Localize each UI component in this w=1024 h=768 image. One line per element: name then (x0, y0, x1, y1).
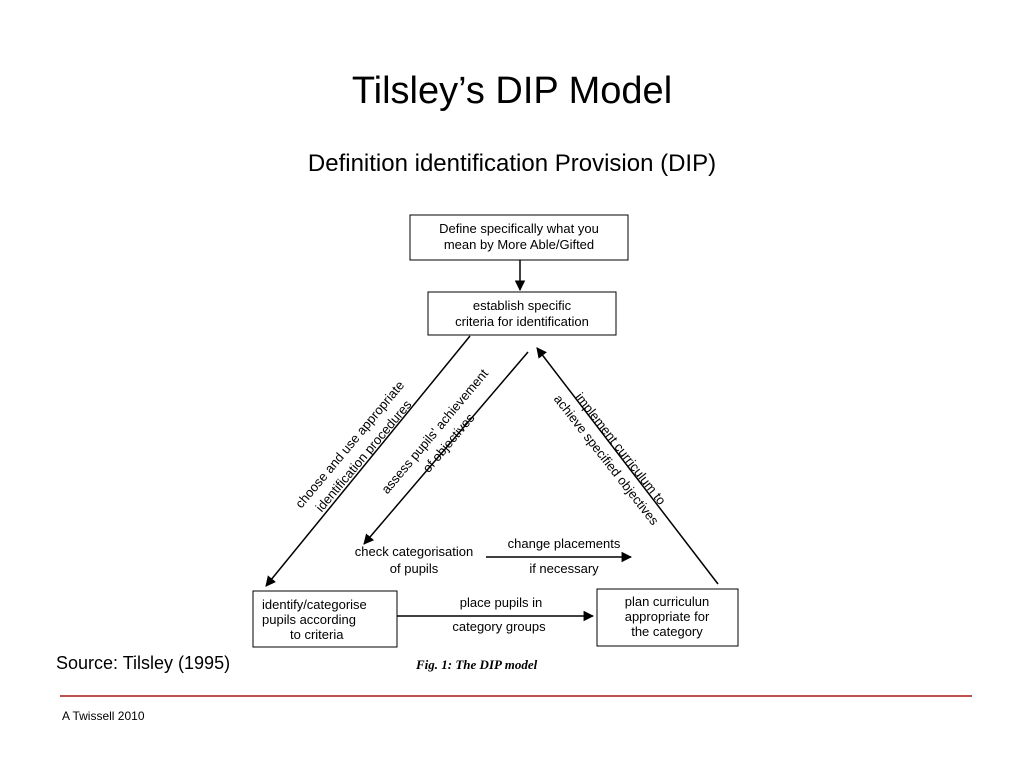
slide-subtitle: Definition identification Provision (DIP… (307, 150, 717, 177)
arrow-to-check-categorisation (363, 351, 529, 545)
box-define: Define specifically what you mean by Mor… (409, 214, 629, 261)
box-identify-line-2: pupils according (262, 612, 356, 627)
box-identify-line-3: to criteria (290, 627, 344, 642)
box-plan-line-1: plan curriculun (625, 594, 710, 609)
slide-title: Tilsley’s DIP Model (351, 70, 673, 112)
label-place-line-1: place pupils in (460, 595, 542, 610)
box-plan-line-3: the category (631, 624, 703, 639)
label-change-line-2: if necessary (529, 561, 599, 576)
box-establish-line-2: criteria for identification (455, 314, 589, 329)
arrow-establish-to-identify (265, 335, 471, 587)
box-identify-line-1: identify/categorise (262, 597, 367, 612)
label-choose-line-2: identification procedures (312, 397, 414, 515)
source-citation: Source: Tilsley (1995) (56, 653, 231, 673)
footer-author: A Twissell 2010 (62, 709, 145, 723)
box-plan: plan curriculun appropriate for the cate… (596, 588, 739, 647)
label-place-line-2: category groups (452, 619, 546, 634)
box-define-line-2: mean by More Able/Gifted (444, 237, 594, 252)
box-define-line-1: Define specifically what you (439, 221, 599, 236)
figure-caption: Fig. 1: The DIP model (415, 657, 538, 672)
label-implement-group: implement curriculum to achieve specifie… (551, 390, 669, 529)
label-check-line-1: check categorisation (355, 544, 474, 559)
footer-divider (60, 695, 972, 697)
label-change-line-1: change placements (508, 536, 621, 551)
box-identify: identify/categorise pupils according to … (252, 590, 398, 648)
box-establish: establish specific criteria for identifi… (427, 291, 617, 336)
label-check-line-2: of pupils (390, 561, 439, 576)
arrow-plan-to-establish (536, 347, 719, 585)
box-establish-line-1: establish specific (473, 298, 572, 313)
label-implement-line-2: achieve specified objectives (551, 392, 662, 529)
box-plan-line-2: appropriate for (625, 609, 710, 624)
